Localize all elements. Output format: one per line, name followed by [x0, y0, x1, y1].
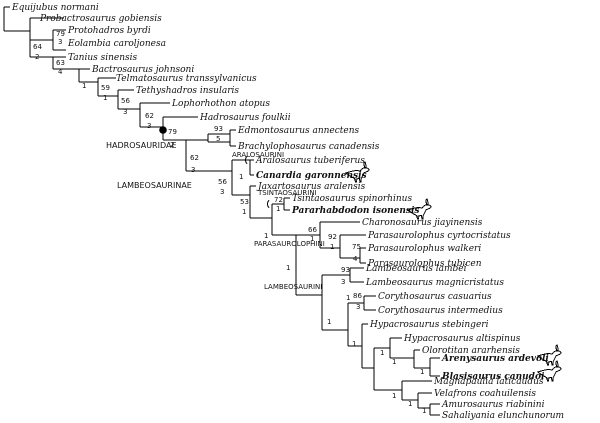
clade-label-lambeosaurinae: LAMBEOSAURINAE [117, 181, 192, 190]
taxon-label: Parasaurolophus cyrtocristatus [367, 231, 511, 241]
taxon-label: Amurosaurus riabinini [441, 400, 545, 410]
tree-branches [3, 6, 440, 416]
taxon-label: Parasaurolophus tubicen [367, 259, 482, 269]
tsintaosaurini-bracket [267, 199, 270, 209]
support-value: 72 [274, 196, 283, 204]
taxon-label: Bactrosaurus johnsoni [91, 65, 194, 75]
support-value: 3 [58, 38, 62, 46]
support-value: 1 [420, 368, 424, 376]
taxon-label: Canardia garonnensis [256, 171, 367, 181]
taxon-label: Pararhabdodon isonensis [291, 206, 419, 216]
support-value: 1 [327, 318, 331, 326]
taxon-label: Eolambia caroljonesa [67, 39, 166, 49]
support-value: 75 [352, 243, 361, 251]
support-value: 4 [353, 255, 358, 263]
support-value: 56 [121, 97, 130, 105]
taxon-label: Blasisaurus canudoi [441, 372, 545, 382]
support-value: 1 [422, 407, 426, 415]
support-values: 64 2 79 3 63 4 1 59 1 56 3 62 3 79 2 93 … [33, 30, 426, 415]
taxon-label: Protohadros byrdi [67, 26, 151, 36]
support-value: 1 [352, 340, 356, 348]
clade-label-hadrosauridae: HADROSAURIDAE [106, 141, 177, 150]
taxon-label: Charonosaurus jiayinensis [362, 218, 483, 228]
support-value: 2 [170, 141, 174, 149]
clade-label-aralosaurini: ARALOSAURINI [232, 151, 284, 159]
taxon-label: Lambeosaurus magnicristatus [365, 278, 504, 288]
support-value: 64 [33, 43, 42, 51]
taxon-label: Aralosaurus tuberiferus [255, 156, 365, 166]
taxon-label: Telmatosaurus transsylvanicus [116, 74, 257, 84]
taxon-label: Magnapaulia laticaudus [433, 377, 544, 387]
support-value: 3 [191, 166, 195, 174]
clade-label-tsintaosaurini: TSINTAOSAURINI [257, 189, 317, 197]
taxon-label: Parasaurolophus walkeri [367, 244, 481, 254]
support-value: 1 [239, 173, 243, 181]
support-value: 1 [380, 349, 384, 357]
taxon-label: Hypacrosaurus altispinus [403, 334, 521, 344]
support-value: 3 [123, 108, 127, 116]
support-value: 93 [214, 125, 223, 133]
support-value: 56 [218, 178, 227, 186]
taxon-label: Lophorhothon atopus [171, 99, 270, 109]
support-value: 53 [240, 198, 249, 206]
support-value: 93 [341, 266, 350, 274]
taxon-label: Brachylophosaurus canadensis [237, 142, 380, 152]
support-value: 3 [341, 278, 345, 286]
support-value: 3 [356, 303, 360, 311]
support-value: 92 [328, 233, 337, 241]
taxon-label: Lambeosaurus lambei [365, 264, 467, 274]
support-value: 1 [242, 208, 246, 216]
clade-labels: HADROSAURIDAE LAMBEOSAURINAE ARALOSAURIN… [106, 141, 325, 291]
taxon-label: Arenysaurus ardevoli [441, 354, 549, 364]
support-value: 1 [286, 264, 290, 272]
support-value: 5 [216, 135, 220, 143]
support-value: 1 [82, 82, 86, 90]
taxon-label: Tsintaosaurus spinorhinus [292, 194, 412, 204]
support-value: 63 [56, 59, 65, 67]
hadrosauridae-node-marker [159, 126, 167, 134]
support-value: 3 [220, 188, 224, 196]
support-value: 62 [190, 154, 199, 162]
support-value: 1 [103, 94, 107, 102]
support-value: 1 [276, 205, 280, 213]
taxon-label: Olorotitan ararhensis [422, 346, 520, 356]
taxon-label: Sahaliyania elunchunorum [442, 411, 564, 421]
support-value: 79 [56, 30, 65, 38]
taxon-label: Equijubus normani [11, 3, 99, 13]
support-value: 1 [264, 232, 268, 240]
taxon-label: Edmontosaurus annectens [237, 126, 360, 136]
clade-label-lambeosaurini: LAMBEOSAURINI [264, 283, 322, 291]
clade-label-parasaurolophini: PARASAUROLOPHINI [254, 240, 325, 248]
taxon-label: Velafrons coahuilensis [434, 389, 536, 399]
taxon-label: Tanius sinensis [68, 53, 138, 63]
support-value: 4 [58, 68, 63, 76]
support-value: 3 [147, 122, 151, 130]
taxon-label: Tethyshadros insularis [136, 86, 239, 96]
support-value: 86 [353, 292, 362, 300]
taxon-label: Jaxartosaurus aralensis [256, 182, 366, 192]
support-value: 66 [308, 226, 317, 234]
support-value: 59 [101, 84, 110, 92]
support-value: 1 [392, 392, 396, 400]
taxon-labels: Equijubus normani Probactrosaurus gobien… [11, 3, 564, 421]
support-value: 2 [35, 53, 39, 61]
support-value: 79 [168, 128, 177, 136]
taxon-label: Corythosaurus casuarius [378, 292, 492, 302]
taxon-label: Hypacrosaurus stebingeri [369, 320, 489, 330]
support-value: 1 [346, 294, 350, 302]
aralosaurini-bracket [245, 155, 248, 165]
support-value: 1 [310, 235, 314, 243]
support-value: 62 [145, 112, 154, 120]
support-value: 1 [408, 400, 412, 408]
support-value: 1 [392, 358, 396, 366]
taxon-label: Probactrosaurus gobiensis [39, 14, 162, 24]
taxon-label: Hadrosaurus foulkii [199, 113, 291, 123]
taxon-label: Corythosaurus intermedius [378, 306, 503, 316]
support-value: 1 [330, 243, 334, 251]
